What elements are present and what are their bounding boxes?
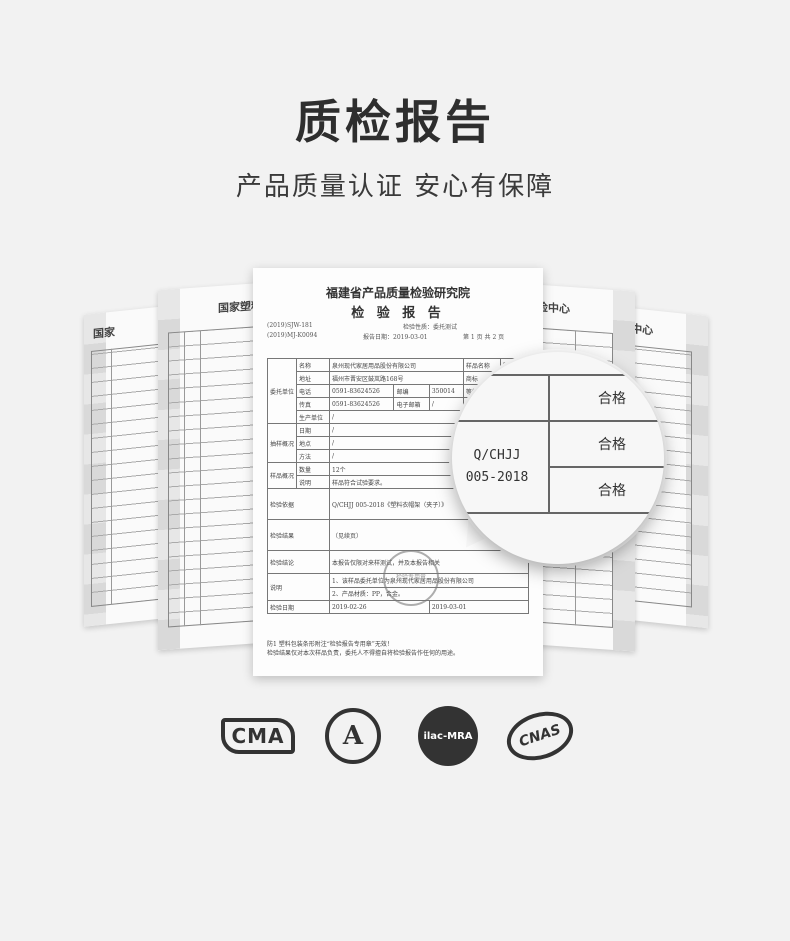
report-table: 委托单位名称泉州现代家居用品股份有限公司样品名称防风夹 地址福州市晋安区鼓岚路1… <box>266 358 530 614</box>
report-serial: (2019)SJW-181 <box>267 322 313 329</box>
magnified-standard-line2: 005-2018 <box>465 470 529 485</box>
report-date: 报告日期：2019-03-01 <box>363 334 428 341</box>
cnas-logo: CNAS <box>500 703 580 769</box>
magnified-table: 合格 Q/CHJJ 005-2018 合格 合格 <box>452 374 664 564</box>
inspection-seal: 检验专用章 <box>383 550 439 606</box>
sheet-header: 国家 <box>93 325 115 342</box>
magnified-standard: Q/CHJJ 005-2018 <box>452 420 550 514</box>
grid-line <box>200 330 201 626</box>
grid-line <box>111 349 112 606</box>
magnified-standard-line1: Q/CHJJ <box>473 448 521 463</box>
ilac-mra-logo: ilac-MRA <box>412 706 484 766</box>
client-address: 福州市晋安区鼓岚路168号 <box>329 371 464 385</box>
report-institute: 福建省产品质量检验研究院 <box>325 286 470 300</box>
magnified-result-3: 合格 <box>548 466 664 514</box>
cal-logo-mark: A <box>325 708 381 764</box>
finished-date: 2019-03-01 <box>428 600 530 614</box>
footer-line-2: 检验结果仅对本次样品负责，委托人不得擅自将检验报告作任何的用途。 <box>267 650 460 657</box>
magnified-result-1: 合格 <box>548 374 664 422</box>
cma-logo-mark: CMA <box>221 718 295 754</box>
report-page: 第 1 页 共 2 页 <box>463 334 505 341</box>
report-serial-2: (2019)MJ-K0094 <box>267 332 318 339</box>
sheet-grid <box>91 343 169 608</box>
main-report-sheet: 福建省产品质量检验研究院 检 验 报 告 (2019)SJW-181 检验性质：… <box>253 268 543 676</box>
report-nature: 检验性质：委托测试 <box>403 324 458 331</box>
client-name: 泉州现代家居用品股份有限公司 <box>329 358 464 372</box>
certification-logos: CMA A ilac-MRA CNAS <box>0 703 790 769</box>
page-title: 质检报告 <box>295 95 495 149</box>
magnified-result-2: 合格 <box>548 420 664 468</box>
footer-line-1: 防1 塑料包装条形附注“检验报告专用章”无效！ <box>267 641 393 648</box>
ilac-logo-mark: ilac-MRA <box>418 706 478 766</box>
cma-logo: CMA <box>221 708 295 764</box>
report-title: 检 验 报 告 <box>351 306 445 321</box>
client-fax: 0591-83624526 <box>329 397 395 411</box>
page-subtitle: 产品质量认证 安心有保障 <box>235 172 555 202</box>
cal-logo: A <box>322 708 384 764</box>
magnifier-lens: 合格 Q/CHJJ 005-2018 合格 合格 <box>452 352 664 564</box>
grid-line <box>184 331 186 627</box>
cnas-logo-mark: CNAS <box>500 703 580 769</box>
report-stage: 国家 国家塑料 中心 检中心 福建省产品质量检验研究院 检 验 报 告 (201… <box>0 250 790 690</box>
client-phone: 0591-83624526 <box>329 384 395 398</box>
report-footer: 防1 塑料包装条形附注“检验报告专用章”无效！ 检验结果仅对本次样品负责，委托人… <box>267 640 459 658</box>
